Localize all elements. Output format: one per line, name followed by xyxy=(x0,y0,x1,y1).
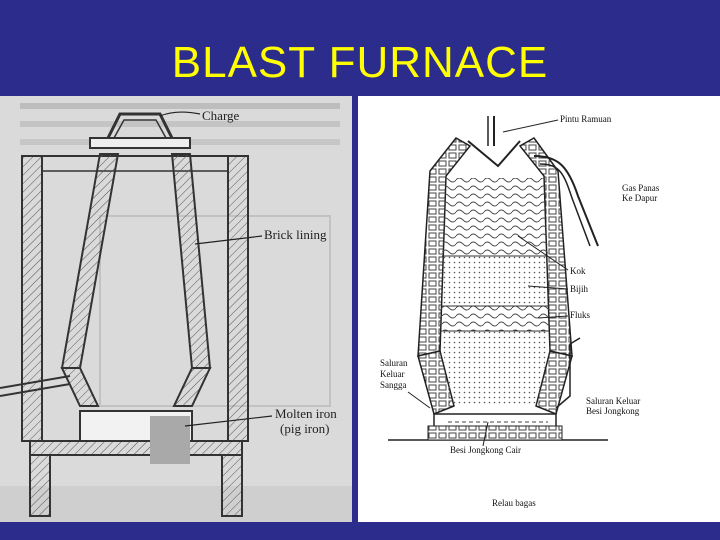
right-hearth xyxy=(388,414,608,440)
label-bijih: Bijih xyxy=(570,284,589,294)
furnace-charge-layers xyxy=(441,178,549,406)
label-besi-jongkong: Besi Jongkong xyxy=(586,406,640,416)
right-furnace-svg: Pintu Ramuan Gas Panas Ke Dapur Kok Biji… xyxy=(358,96,720,522)
slide-title: BLAST FURNACE xyxy=(0,38,720,88)
label-pintu-ramuan: Pintu Ramuan xyxy=(560,114,612,124)
label-keluar: Keluar xyxy=(380,369,405,379)
label-fluks: Fluks xyxy=(570,310,591,320)
label-kok: Kok xyxy=(570,266,586,276)
label-sangga: Sangga xyxy=(380,380,407,390)
label-gas-panas: Gas Panas xyxy=(622,183,660,193)
label-ke-dapur: Ke Dapur xyxy=(622,193,657,203)
label-besi-jongkong-cair: Besi Jongkong Cair xyxy=(450,445,521,455)
label-charge: Charge xyxy=(202,108,240,123)
label-brick-lining: Brick lining xyxy=(264,227,327,242)
label-saluran-keluar: Saluran Keluar xyxy=(586,396,640,406)
label-molten-iron: Molten iron xyxy=(275,406,337,421)
left-furnace-diagram: Charge Brick lining Molten iron (pig iro… xyxy=(0,96,352,522)
label-pig-iron: (pig iron) xyxy=(280,421,329,436)
label-saluran: Saluran xyxy=(380,358,408,368)
label-relau-bagas: Relau bagas xyxy=(492,498,536,508)
left-furnace-svg: Charge Brick lining Molten iron (pig iro… xyxy=(0,96,352,522)
right-furnace-diagram: Pintu Ramuan Gas Panas Ke Dapur Kok Biji… xyxy=(358,96,720,522)
charging-funnel xyxy=(468,116,520,166)
